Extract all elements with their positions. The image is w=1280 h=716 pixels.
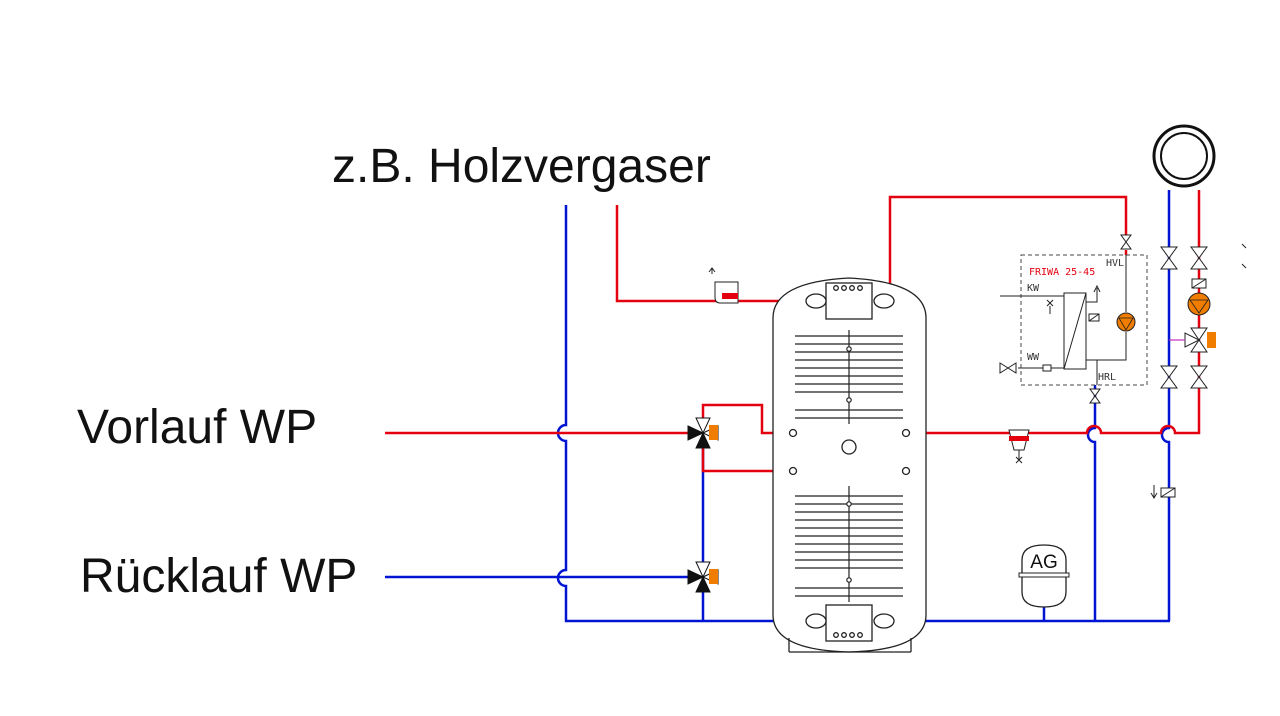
lower-coil [795, 486, 903, 602]
friwa-hvl-label: HVL [1106, 258, 1124, 269]
heating-circuit [1150, 124, 1247, 499]
mixing-valve-vorlauf [687, 417, 719, 449]
expansion-vessel-label: AG [1030, 552, 1057, 573]
supply-pipes [385, 190, 1201, 473]
friwa-title: FRIWA 25-45 [1029, 267, 1095, 278]
expansion-vessel: AG [1018, 544, 1070, 608]
dirt-separator-icon [1008, 429, 1030, 464]
friwa-hrl-label: HRL [1098, 372, 1116, 383]
buffer-tank [772, 277, 927, 653]
upper-coil [795, 330, 903, 424]
title-holzvergaser: z.B. Holzvergaser [332, 140, 711, 193]
friwa-ww-label: WW [1027, 352, 1040, 363]
friwa-kw-label: KW [1027, 283, 1040, 294]
friwa-valves [1089, 234, 1132, 404]
mixing-valve-ruecklauf [687, 561, 719, 593]
thermal-valve-icon [708, 267, 739, 304]
label-vorlauf-wp: Vorlauf WP [77, 401, 318, 454]
label-ruecklauf-wp: Rücklauf WP [80, 550, 358, 603]
friwa-module: FRIWA 25-45 KW WW HVL HRL [999, 254, 1148, 386]
